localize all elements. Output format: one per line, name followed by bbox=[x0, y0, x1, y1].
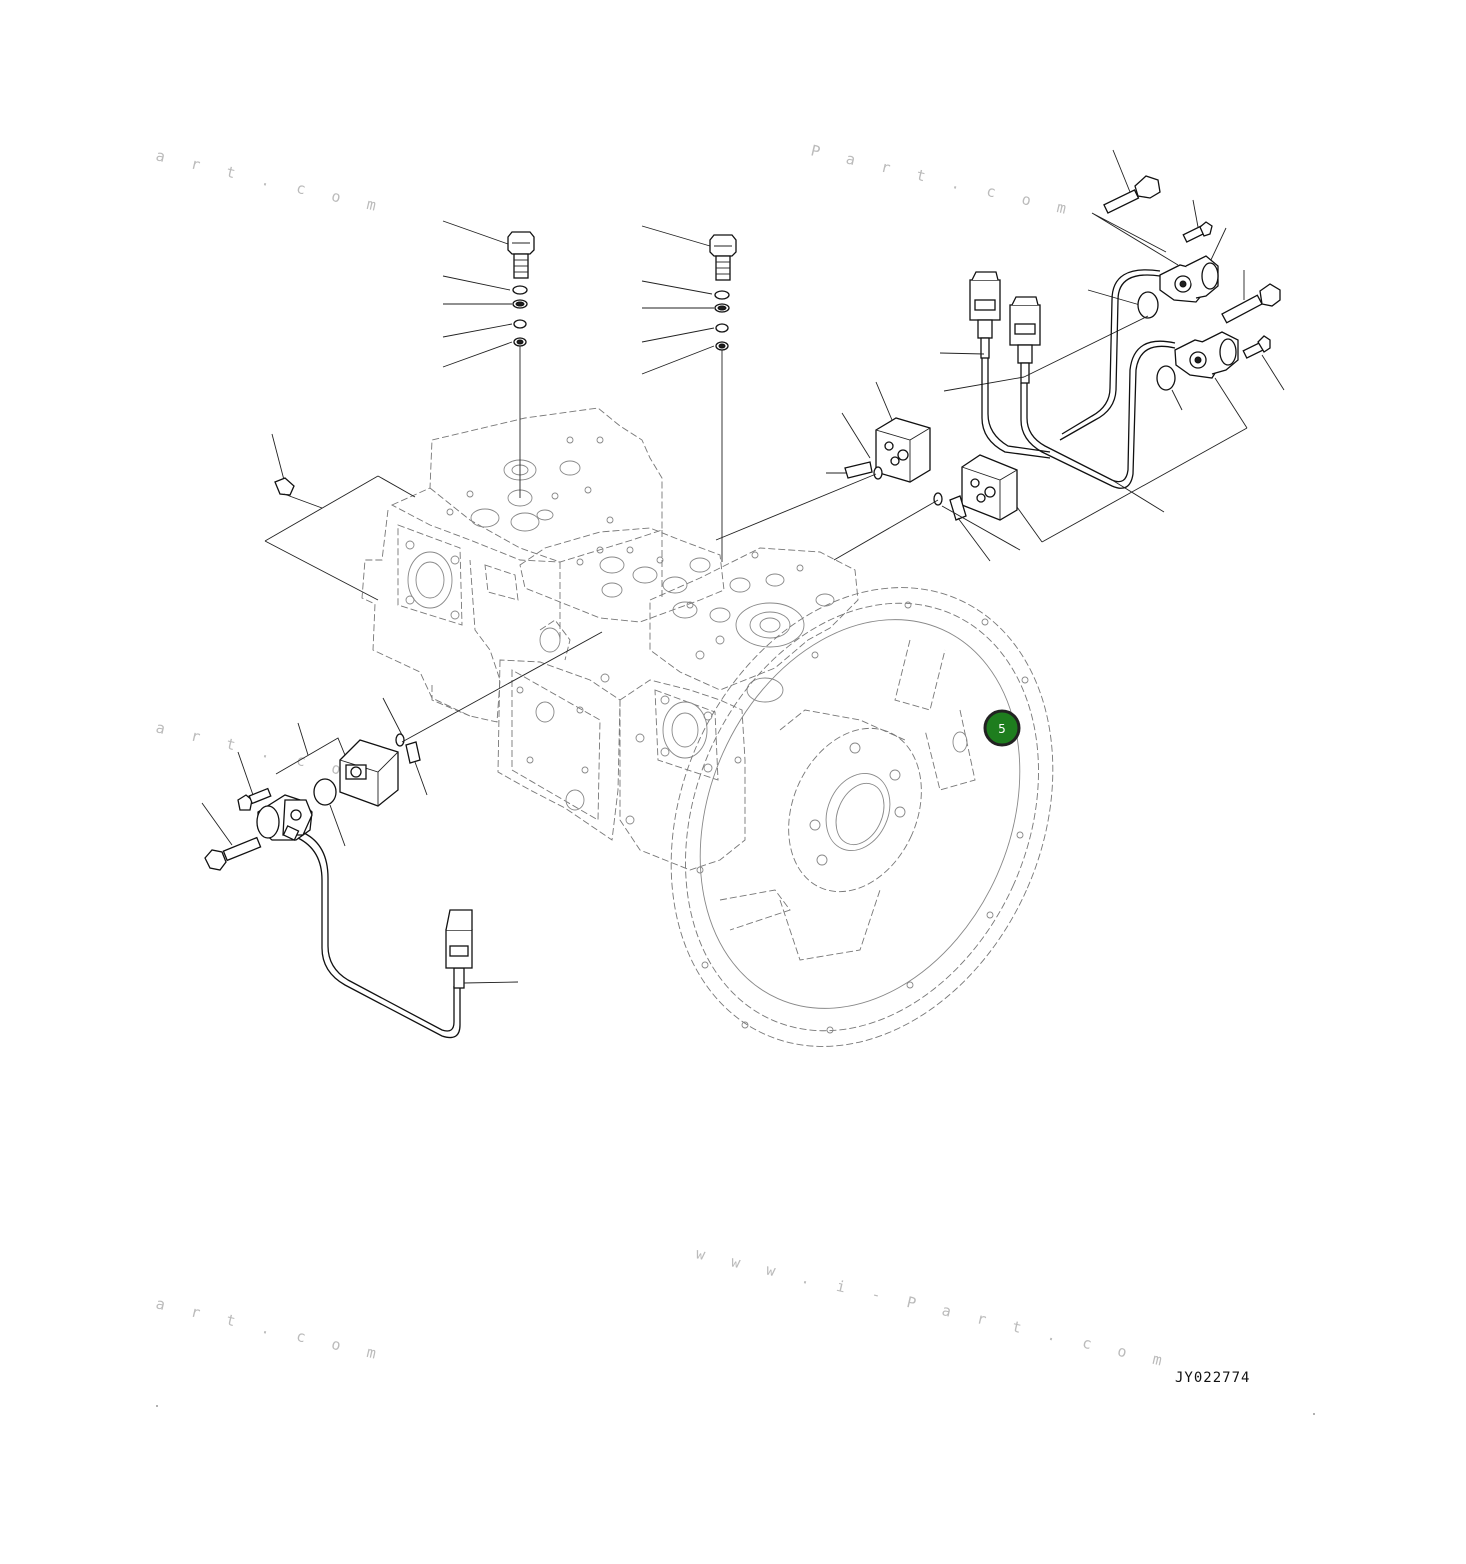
solenoid-assembly-left bbox=[201, 631, 603, 1039]
watermark-1: a r t . c o m bbox=[154, 146, 386, 216]
hotspot-5-label: 5 bbox=[998, 722, 1006, 736]
watermark-5: a r t . c o m bbox=[154, 1294, 386, 1364]
plug-assembly-left bbox=[442, 220, 535, 498]
flywheel-housing bbox=[670, 587, 1054, 1047]
valve-block-upper-right bbox=[715, 381, 931, 541]
watermark-4: w w w . i - P a r t . c o m bbox=[694, 1244, 1172, 1371]
solenoid-assembly-right bbox=[939, 149, 1285, 513]
stray-dot-2 bbox=[1313, 1413, 1315, 1415]
hotspot-5-circle[interactable] bbox=[983, 709, 1021, 747]
hotspot-5[interactable]: 5 bbox=[983, 709, 1021, 747]
stray-dot-1 bbox=[156, 1405, 158, 1407]
drawing-code: JY022774 bbox=[1175, 1370, 1250, 1386]
valve-block-lower-right bbox=[833, 427, 1248, 562]
watermark-2: P a r t . c o m bbox=[809, 141, 1077, 219]
plug-assembly-middle bbox=[641, 225, 737, 562]
main-pump-body bbox=[361, 407, 859, 871]
fitting-left bbox=[264, 433, 416, 601]
